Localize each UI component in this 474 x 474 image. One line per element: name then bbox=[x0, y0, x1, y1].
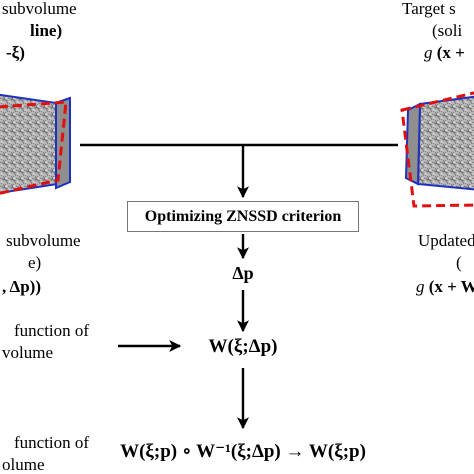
reference-subvolume-title: subvolume bbox=[2, 0, 77, 18]
warped-subvolume-linestyle: e) bbox=[28, 253, 42, 272]
inverse-warp-function-subtitle: olume bbox=[2, 455, 45, 474]
inverse-warp-function-title: function of bbox=[14, 433, 90, 452]
reference-subvolume-cube bbox=[0, 93, 71, 195]
target-formula-g: g bbox=[424, 43, 433, 62]
warp-increment-label: W(ξ;Δp) bbox=[208, 336, 278, 357]
updated-subvolume-title: Updated bbox=[418, 231, 474, 250]
updated-formula: g (x + W bbox=[416, 278, 474, 295]
target-subvolume-title: Target s bbox=[402, 0, 456, 18]
target-formula-arg: (x + bbox=[436, 43, 465, 62]
warp-update-rule: W(ξ;p) ∘ W⁻¹(ξ;Δp) → W(ξ;p) bbox=[120, 441, 366, 462]
target-subvolume-linestyle: (soli bbox=[432, 21, 463, 40]
target-formula: g (x + bbox=[424, 44, 465, 61]
warp-function-subtitle: volume bbox=[2, 343, 53, 362]
updated-subvolume-linestyle: ( bbox=[456, 253, 462, 272]
warp-function-title: function of bbox=[14, 321, 90, 340]
delta-p-label: Δp bbox=[232, 263, 254, 283]
updated-formula-g: g bbox=[416, 277, 425, 296]
criterion-label: Optimizing ZNSSD criterion bbox=[144, 207, 342, 225]
warped-formula: , Δp)) bbox=[2, 277, 41, 296]
updated-formula-arg: (x + W bbox=[428, 277, 474, 296]
target-subvolume-cube bbox=[400, 91, 474, 208]
reference-formula: -ξ) bbox=[6, 43, 25, 62]
warped-subvolume-title: subvolume bbox=[6, 231, 81, 250]
reference-subvolume-linestyle: line) bbox=[30, 21, 63, 40]
optimizing-znssd-criterion-box: Optimizing ZNSSD criterion bbox=[127, 201, 359, 232]
